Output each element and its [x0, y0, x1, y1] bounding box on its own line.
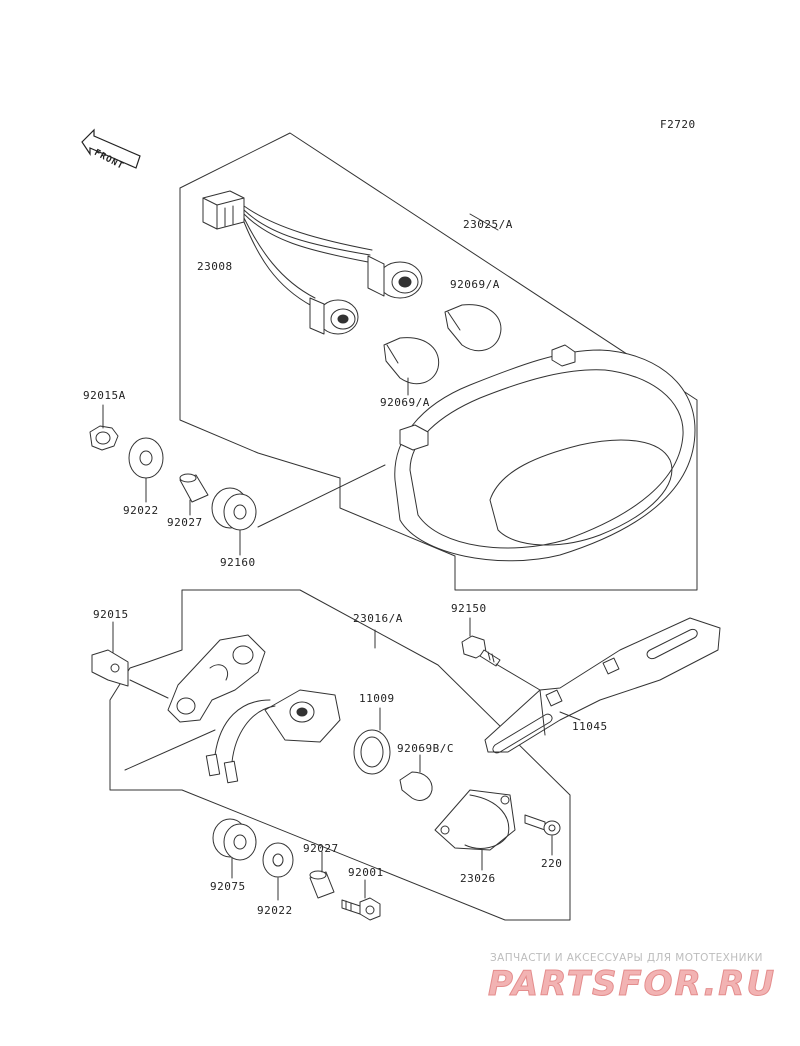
collar-92027-lower: [309, 870, 335, 899]
label-220: 220: [541, 857, 563, 870]
lower-assembly-outline: [109, 589, 571, 921]
nut-92015a: [89, 425, 119, 451]
leader-92150-bracket: [495, 663, 541, 691]
label-92027-lower: 92027: [303, 842, 339, 855]
bolt-92001: [341, 897, 381, 921]
license-bracket-11045: [484, 617, 721, 754]
taillight-lens: [394, 344, 696, 562]
label-92001: 92001: [348, 866, 384, 879]
bulb-92069-a-lower: [383, 337, 440, 385]
label-92022-lower: 92022: [257, 904, 293, 917]
bulb-socket-lower: [309, 297, 359, 335]
label-92075: 92075: [210, 880, 246, 893]
watermark-tagline: ЗАПЧАСТИ И АКСЕССУАРЫ ДЛЯ МОТОТЕХНИКИ: [490, 952, 763, 964]
bracket-plate: [167, 634, 266, 723]
label-92015a: 92015A: [83, 389, 126, 402]
bulb-socket-upper: [367, 255, 423, 299]
label-92069-a-lower: 92069/A: [380, 396, 430, 409]
grommet-92160: [211, 487, 257, 531]
bulb-92069b-c: [399, 771, 433, 801]
label-92160: 92160: [220, 556, 256, 569]
grommet-92075: [212, 818, 257, 861]
clip-92015: [91, 649, 129, 687]
leader-92015-plate: [129, 679, 169, 699]
upper-assembly-outline: [179, 132, 698, 591]
watermark-logo: PARTSFOR.RU: [487, 964, 777, 1005]
label-92069-a-upper: 92069/A: [450, 278, 500, 291]
screw-220: [524, 814, 561, 836]
label-11009: 11009: [359, 692, 395, 705]
label-23026: 23026: [460, 872, 496, 885]
collar-92027-upper: [179, 473, 209, 503]
label-23016-a: 23016/A: [353, 612, 403, 625]
license-lens-23026: [434, 789, 516, 851]
label-92027-upper: 92027: [167, 516, 203, 529]
label-92069b-c: 92069B/C: [397, 742, 454, 755]
bulb-92069-a-upper: [444, 304, 502, 352]
leader-11045: [559, 711, 581, 721]
label-92015: 92015: [93, 608, 129, 621]
leader-23025: [469, 213, 499, 231]
label-11045: 11045: [572, 720, 608, 733]
figure-code: F2720: [660, 118, 696, 131]
leader-lower-inner: [124, 729, 216, 771]
label-23008: 23008: [197, 260, 233, 273]
washer-92022-upper: [128, 437, 164, 479]
label-92150: 92150: [451, 602, 487, 615]
washer-92022-lower: [262, 842, 294, 878]
bolt-92150: [461, 635, 501, 667]
front-arrow-icon: [81, 128, 141, 169]
gasket-11009: [353, 729, 391, 775]
leader-92160: [257, 464, 386, 528]
license-light-socket: [205, 689, 341, 784]
wire-harness-23008: [202, 190, 373, 307]
label-92022-upper: 92022: [123, 504, 159, 517]
label-23025-a: 23025/A: [463, 218, 513, 231]
